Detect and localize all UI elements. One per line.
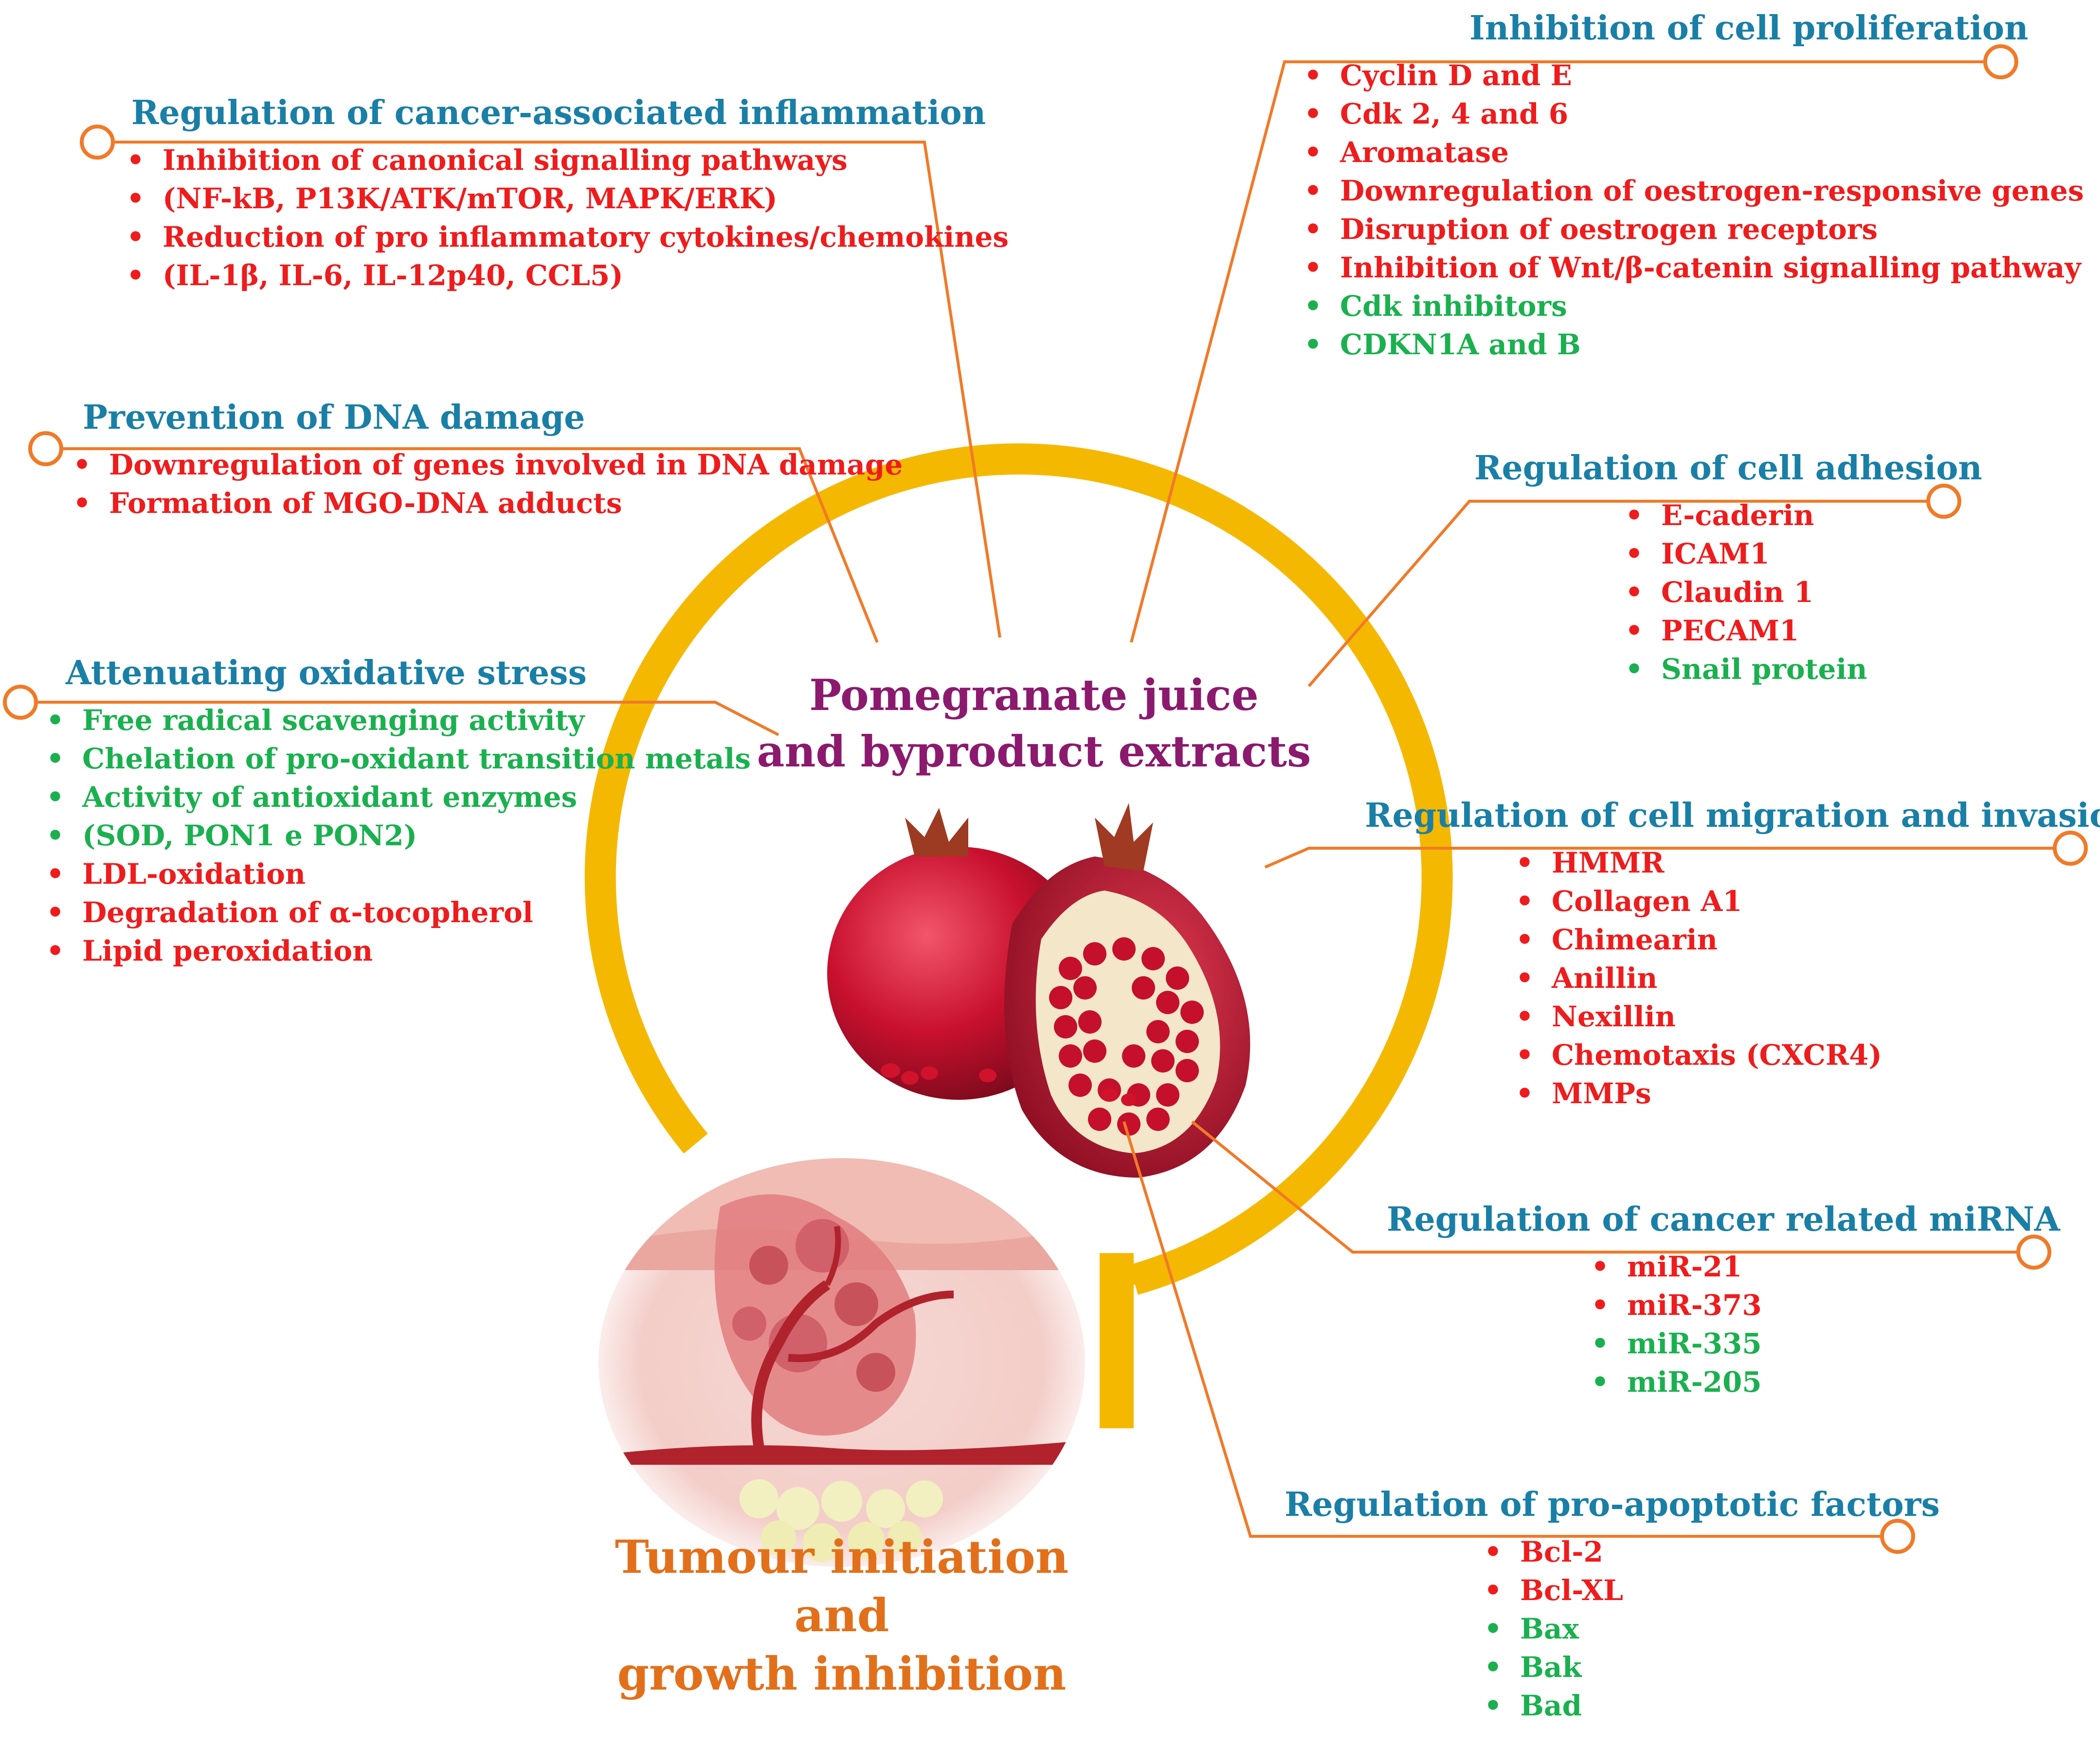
section-adhesion: Regulation of cell adhesion E-caderinICA… [1474, 446, 1982, 689]
list-item: Downregulation of genes involved in DNA … [68, 446, 903, 484]
item-list-inflammation: Inhibition of canonical signalling pathw… [122, 141, 1009, 295]
list-item: Cdk 2, 4 and 6 [1299, 95, 2084, 133]
center-title: Pomegranate juice and byproduct extracts [754, 667, 1314, 780]
section-inflammation: Regulation of cancer-associated inflamma… [127, 91, 1009, 295]
section-title-dna: Prevention of DNA damage [83, 398, 585, 437]
section-apoptotic: Regulation of pro-apoptotic factors Bcl-… [1285, 1482, 1940, 1725]
item-list-apoptotic: Bcl-2Bcl-XLBaxBakBad [1479, 1533, 1940, 1725]
list-item: (IL-1β, IL-6, IL-12p40, CCL5) [122, 256, 1009, 295]
section-title-apoptotic: Regulation of pro-apoptotic factors [1285, 1485, 1940, 1524]
section-title-mirna: Regulation of cancer related miRNA [1387, 1200, 2060, 1239]
list-item: Formation of MGO-DNA adducts [68, 484, 903, 523]
section-proliferation: Inhibition of cell proliferation Cyclin … [1304, 6, 2084, 364]
section-title-oxidative: Attenuating oxidative stress [66, 654, 587, 692]
item-list-dna: Downregulation of genes involved in DNA … [68, 446, 903, 523]
endpoint-oxidative [3, 685, 38, 720]
list-item: CDKN1A and B [1299, 326, 2084, 364]
item-list-mirna: miR-21miR-373miR-335miR-205 [1586, 1248, 2060, 1402]
list-item: Disruption of oestrogen receptors [1299, 210, 2084, 249]
list-item: Chemotaxis (CXCR4) [1511, 1036, 2100, 1074]
item-list-migration: HMMRCollagen A1ChimearinAnillinNexillinC… [1511, 844, 2100, 1113]
tumour-tissue-illustration [598, 1158, 1085, 1567]
list-item: miR-21 [1586, 1248, 2060, 1286]
item-list-adhesion: E-caderinICAM1Claudin 1PECAM1Snail prote… [1620, 496, 1982, 689]
center-title-line-1: Pomegranate juice [809, 670, 1259, 720]
section-title-inflammation: Regulation of cancer-associated inflamma… [131, 93, 986, 132]
pomegranate-illustration [827, 803, 1250, 1178]
list-item: Bax [1479, 1610, 1940, 1648]
center-title-line-2: and byproduct extracts [757, 726, 1311, 777]
list-item: Bcl-2 [1479, 1533, 1940, 1571]
list-item: (NF-kB, P13K/ATK/mTOR, MAPK/ERK) [122, 180, 1009, 218]
list-item: MMPs [1511, 1074, 2100, 1113]
list-item: Collagen A1 [1511, 882, 2100, 921]
item-list-oxidative: Free radical scavenging activityChelatio… [41, 701, 751, 970]
list-item: Inhibition of canonical signalling pathw… [122, 141, 1009, 180]
list-item: Activity of antioxidant enzymes [41, 778, 751, 817]
section-title-proliferation: Inhibition of cell proliferation [1469, 9, 2028, 48]
list-item: Lipid peroxidation [41, 932, 751, 970]
list-item: Free radical scavenging activity [41, 701, 751, 740]
list-item: Claudin 1 [1620, 573, 1982, 612]
list-item: Bcl-XL [1479, 1571, 1940, 1610]
section-mirna: Regulation of cancer related miRNA miR-2… [1387, 1197, 2060, 1402]
section-title-adhesion: Regulation of cell adhesion [1474, 449, 1982, 488]
list-item: HMMR [1511, 844, 2100, 882]
outcome-title: Tumour initiation and growth inhibition [564, 1528, 1119, 1703]
list-item: Nexillin [1511, 998, 2100, 1036]
list-item: Snail protein [1620, 650, 1982, 689]
list-item: miR-335 [1586, 1325, 2060, 1363]
outcome-title-line-2: growth inhibition [617, 1647, 1067, 1701]
list-item: (SOD, PON1 e PON2) [41, 817, 751, 855]
list-item: miR-373 [1586, 1286, 2060, 1325]
section-oxidative: Attenuating oxidative stress Free radica… [46, 651, 751, 970]
list-item: Reduction of pro inflammatory cytokines/… [122, 218, 1009, 256]
list-item: miR-205 [1586, 1363, 2060, 1402]
list-item: Bak [1479, 1648, 1940, 1687]
list-item: Downregulation of oestrogen-responsive g… [1299, 172, 2084, 210]
endpoint-dna [28, 431, 63, 466]
outcome-title-line-1: Tumour initiation and [615, 1530, 1069, 1642]
section-migration: Regulation of cell migration and invasio… [1365, 793, 2100, 1113]
list-item: Cyclin D and E [1299, 56, 2084, 95]
list-item: ICAM1 [1620, 535, 1982, 573]
list-item: Chelation of pro-oxidant transition meta… [41, 740, 751, 778]
list-item: Aromatase [1299, 133, 2084, 172]
list-item: E-caderin [1620, 496, 1982, 535]
list-item: Degradation of α-tocopherol [41, 893, 751, 932]
item-list-proliferation: Cyclin D and ECdk 2, 4 and 6AromataseDow… [1299, 56, 2084, 364]
section-title-migration: Regulation of cell migration and invasio… [1365, 796, 2100, 835]
endpoint-inflammation [80, 125, 115, 160]
list-item: Anillin [1511, 959, 2100, 998]
section-dna: Prevention of DNA damage Downregulation … [73, 395, 903, 523]
list-item: LDL-oxidation [41, 855, 751, 893]
list-item: Cdk inhibitors [1299, 287, 2084, 326]
list-item: PECAM1 [1620, 612, 1982, 650]
list-item: Chimearin [1511, 921, 2100, 959]
list-item: Inhibition of Wnt/β-catenin signalling p… [1299, 249, 2084, 287]
list-item: Bad [1479, 1687, 1940, 1725]
